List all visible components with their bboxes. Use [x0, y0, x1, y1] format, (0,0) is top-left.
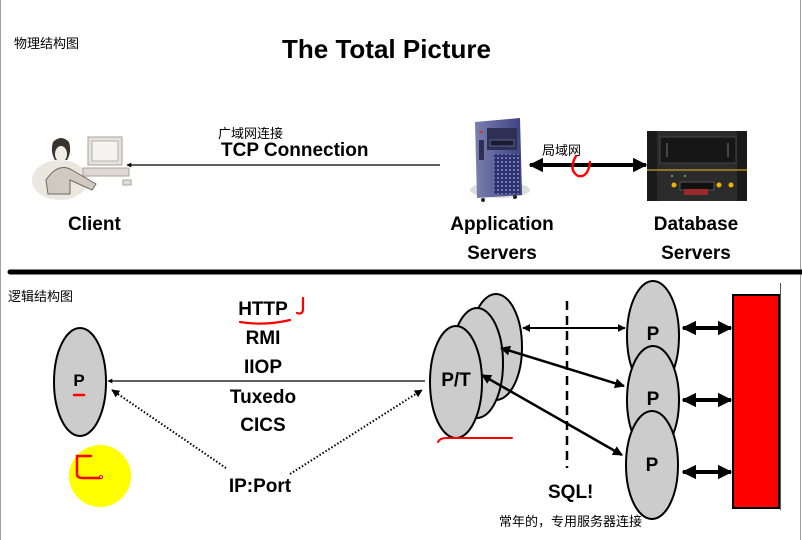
client-label: Client [68, 214, 121, 235]
protocol-rmi: RMI [245, 328, 281, 349]
persistent-connection-label: 常年的，专用服务器连接 [499, 515, 643, 530]
app-process-stack [429, 293, 523, 439]
inner-border [780, 283, 781, 510]
red-underline-pt [437, 437, 513, 443]
application-server-icon [470, 118, 530, 202]
red-underline-http [238, 318, 292, 325]
dotted-line-left [111, 389, 227, 469]
app-servers-label-line1: Application [450, 214, 554, 235]
client-person-computer-icon [32, 136, 132, 200]
db-servers-label-line1: Database [653, 214, 739, 235]
client-process-ellipse [53, 327, 107, 437]
protocol-tuxedo: Tuxedo [229, 387, 297, 408]
logical-section-label: 逻辑结构图 [8, 290, 74, 305]
database-block [732, 294, 780, 509]
red-annotation-mark [571, 154, 592, 178]
app-process-label: P/T [441, 370, 471, 391]
client-process-label: P [73, 371, 85, 390]
ip-port-label: IP:Port [228, 476, 292, 497]
sql-label: SQL! [548, 482, 594, 503]
protocol-iiop: IIOP [243, 357, 282, 378]
red-annotation-j [295, 296, 305, 315]
slide-left-border [0, 0, 1, 540]
dotted-line-right [289, 389, 423, 475]
red-annotation-c [75, 454, 103, 480]
protocol-http: HTTP [238, 299, 288, 320]
db-servers-label-line2: Servers [661, 243, 731, 264]
lan-label: 局域网 [542, 144, 582, 159]
db-connection-arrow-3 [481, 373, 623, 457]
physical-section-label: 物理结构图 [14, 37, 80, 52]
protocol-cics: CICS [240, 415, 286, 436]
wan-label: 广域网连接 [218, 127, 284, 142]
app-servers-label-line2: Servers [467, 243, 537, 264]
db-process-label-2: P [646, 389, 660, 410]
db-process-label-1: P [646, 324, 660, 345]
tcp-connection-label: TCP Connection [221, 140, 369, 161]
database-server-icon [647, 131, 747, 201]
page-title: The Total Picture [282, 34, 491, 64]
db-process-label-3: P [645, 455, 659, 476]
db-process-ellipse-3 [625, 410, 679, 520]
